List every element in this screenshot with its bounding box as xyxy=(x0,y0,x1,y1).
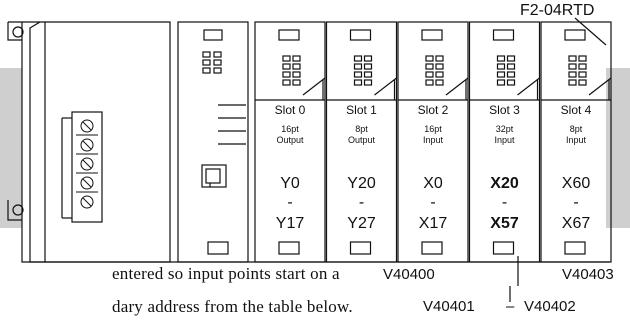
slot-end-address: Y17 xyxy=(275,215,305,232)
slot-description: 16pt Input xyxy=(422,124,444,145)
slot-start-address: X60 xyxy=(561,175,591,192)
v-address-middle-left: V40401 xyxy=(423,298,475,315)
module-label: F2-04RTD xyxy=(520,2,595,19)
slot-range-dash: - xyxy=(287,194,293,211)
left-gray-panel xyxy=(0,68,22,228)
slot-name: Slot 3 xyxy=(489,103,520,117)
slot-range-dash: - xyxy=(573,194,579,211)
right-gray-panel xyxy=(606,68,630,228)
slot-name: Slot 0 xyxy=(274,103,306,117)
mount-hole-bottom xyxy=(12,204,24,216)
slot-start-address: Y0 xyxy=(280,175,300,192)
power-supply-body xyxy=(29,21,171,263)
caption-line-2: dary address from the table below. xyxy=(112,297,353,316)
mount-hole-top xyxy=(12,26,24,38)
cpu-module xyxy=(177,21,249,263)
v-address-middle-right: V40402 xyxy=(524,298,576,315)
slot-name: Slot 4 xyxy=(560,103,592,117)
slot-start-address: Y20 xyxy=(347,175,376,192)
slot-name: Slot 2 xyxy=(417,103,449,117)
terminal-screws xyxy=(76,119,98,209)
slot-end-address: X57 xyxy=(490,215,519,232)
io-module-0 xyxy=(254,21,326,263)
mount-ear-bottom xyxy=(7,200,22,221)
v-address-first: V40400 xyxy=(383,266,435,283)
slot-start-address: X20 xyxy=(490,175,519,192)
mount-ear-top xyxy=(7,21,40,41)
caption-line-1: entered so input points start on a xyxy=(112,264,340,283)
io-module-3 xyxy=(468,21,541,263)
slot-start-address: X0 xyxy=(423,175,443,192)
v-address-last: V40403 xyxy=(562,266,614,283)
callout-lines xyxy=(509,17,607,302)
slot-description: 8pt Output xyxy=(347,124,376,145)
slot-end-address: Y27 xyxy=(347,215,376,232)
slot-end-address: X17 xyxy=(418,215,448,232)
slot-description: 32pt Input xyxy=(494,124,515,145)
slot-name: Slot 1 xyxy=(346,103,377,117)
io-module-1 xyxy=(325,21,398,263)
slot-range-dash: - xyxy=(358,194,365,211)
terminal-strip xyxy=(71,111,103,223)
slot-end-address: X67 xyxy=(561,215,591,232)
slot-description: 16pt Output xyxy=(276,124,304,145)
io-module-4 xyxy=(540,21,612,263)
io-module-2 xyxy=(397,21,469,263)
slot-description: 8pt Input xyxy=(565,124,587,145)
slot-range-dash: - xyxy=(501,194,508,211)
v-address-separator: – xyxy=(506,298,515,315)
slot-range-dash: - xyxy=(430,194,436,211)
